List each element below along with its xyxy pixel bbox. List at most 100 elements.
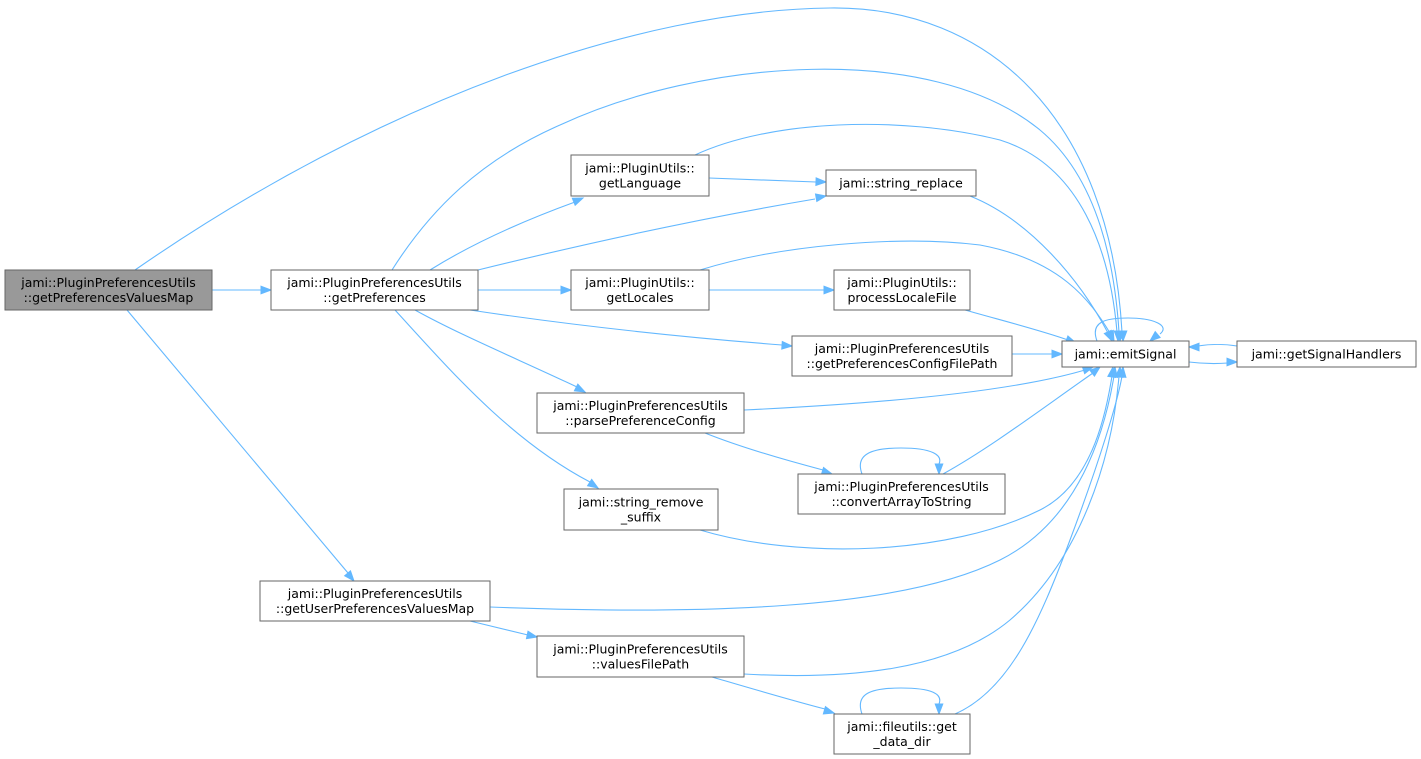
edge-getLocales-to-processLocaleFile	[709, 285, 836, 295]
node-label-line: jami::PluginPreferencesUtils	[813, 479, 989, 494]
edge-getPreferencesValuesMap-to-getUserPreferencesValuesMap	[126, 309, 355, 583]
edge-line	[489, 375, 1115, 611]
node-box[interactable]	[570, 269, 710, 311]
node-box[interactable]	[825, 169, 977, 197]
edge-arrowhead	[823, 285, 836, 295]
node-box[interactable]	[833, 269, 971, 311]
edge-line	[414, 309, 578, 388]
edge-arrowhead	[934, 463, 944, 476]
edge-getLanguage-to-string_replace	[708, 177, 828, 187]
node-emitSignal[interactable]: jami::emitSignal	[1061, 340, 1190, 368]
edge-line	[1094, 317, 1164, 342]
edge-arrowhead	[260, 285, 273, 295]
node-convertArrayToString[interactable]: jami::PluginPreferencesUtils::convertArr…	[797, 473, 1006, 515]
edge-getPreferences-to-getPreferencesConfigFilePath	[469, 309, 794, 350]
edge-arrowhead	[1051, 349, 1064, 359]
node-getLocales[interactable]: jami::PluginUtils::getLocales	[570, 269, 710, 311]
edge-convertArrayToString-to-convertArrayToString	[859, 447, 944, 476]
node-label-line: jami::getSignalHandlers	[1251, 347, 1402, 362]
node-getSignalHandlers[interactable]: jami::getSignalHandlers	[1236, 340, 1417, 368]
node-label-line: jami::string_remove	[578, 495, 704, 510]
edge-line	[134, 7, 1123, 333]
node-box[interactable]	[1236, 340, 1417, 368]
node-label-line: ::getUserPreferencesValuesMap	[276, 601, 474, 616]
node-label-line: ::convertArrayToString	[831, 494, 971, 509]
node-label-line: jami::PluginPreferencesUtils	[814, 341, 990, 356]
edge-get_data_dir-to-emitSignal	[954, 365, 1127, 715]
node-valuesFilePath[interactable]: jami::PluginPreferencesUtils::valuesFile…	[536, 635, 745, 678]
edge-arrowhead	[1117, 365, 1127, 378]
node-processLocaleFile[interactable]: jami::PluginUtils::processLocaleFile	[833, 269, 971, 311]
node-label-line: ::getPreferencesConfigFilePath	[807, 356, 998, 371]
edge-line	[391, 68, 1120, 333]
node-box[interactable]	[1061, 340, 1190, 368]
node-getUserPreferencesValuesMap[interactable]: jami::PluginPreferencesUtils::getUserPre…	[259, 580, 491, 622]
node-label-line: getLocales	[606, 290, 673, 305]
edge-arrowhead	[1113, 330, 1123, 343]
node-box[interactable]	[797, 473, 1006, 515]
edge-line	[469, 309, 783, 346]
edge-arrowhead	[1148, 330, 1161, 342]
edge-getPreferences-to-parsePreferenceConfig	[414, 309, 587, 393]
node-label-line: ::valuesFilePath	[592, 657, 689, 672]
node-getLanguage[interactable]: jami::PluginUtils::getLanguage	[570, 154, 710, 197]
edge-getPreferences-to-string_remove_suffix	[394, 309, 600, 489]
edge-line	[743, 369, 1086, 411]
nodes-layer: jami::PluginPreferencesUtils::getPrefere…	[4, 154, 1417, 755]
node-label-line: jami::PluginPreferencesUtils	[552, 642, 728, 657]
node-getPreferences[interactable]: jami::PluginPreferencesUtils::getPrefere…	[270, 269, 479, 311]
edge-arrowhead	[573, 383, 587, 393]
node-label-line: jami::PluginUtils::	[846, 275, 956, 290]
edge-getPreferencesValuesMap-to-getPreferences	[212, 285, 273, 295]
node-box[interactable]	[570, 154, 710, 197]
edge-arrowhead	[1226, 357, 1239, 367]
edge-line	[859, 447, 941, 475]
node-box[interactable]	[270, 269, 479, 311]
node-getPreferencesValuesMap[interactable]: jami::PluginPreferencesUtils::getPrefere…	[4, 269, 213, 311]
edge-getLocales-to-emitSignal	[699, 240, 1115, 343]
edge-getUserPreferencesValuesMap-to-emitSignal	[489, 365, 1119, 611]
edge-arrowhead	[815, 177, 828, 187]
edge-arrowhead	[343, 570, 355, 583]
edges-layer	[126, 7, 1239, 716]
node-label-line: processLocaleFile	[847, 290, 956, 305]
edge-emitSignal-to-emitSignal	[1094, 317, 1164, 342]
edge-line	[469, 620, 529, 636]
node-parsePreferenceConfig[interactable]: jami::PluginPreferencesUtils::parsePrefe…	[536, 392, 745, 434]
edge-get_data_dir-to-get_data_dir	[859, 687, 944, 716]
edge-line	[964, 309, 1069, 341]
node-get_data_dir[interactable]: jami::fileutils::get_data_dir	[833, 713, 971, 755]
edge-arrowhead	[1105, 329, 1115, 343]
node-getPreferencesConfigFilePath[interactable]: jami::PluginPreferencesUtils::getPrefere…	[791, 335, 1013, 377]
node-box[interactable]	[4, 269, 213, 311]
node-box[interactable]	[536, 635, 745, 678]
edge-arrowhead	[525, 630, 539, 640]
node-box[interactable]	[791, 335, 1013, 377]
edge-line	[1188, 361, 1229, 365]
node-box[interactable]	[536, 392, 745, 434]
node-box[interactable]	[833, 713, 971, 755]
edge-getPreferences-to-getLanguage	[429, 197, 585, 271]
edge-getPreferences-to-string_replace	[477, 193, 828, 271]
edge-getUserPreferencesValuesMap-to-valuesFilePath	[469, 620, 539, 640]
edge-arrowhead	[1109, 365, 1119, 379]
node-box[interactable]	[259, 580, 491, 622]
node-label-line: getLanguage	[599, 176, 682, 191]
node-label-line: jami::PluginPreferencesUtils	[20, 275, 196, 290]
node-string_replace[interactable]: jami::string_replace	[825, 169, 977, 197]
edge-line	[699, 375, 1113, 550]
edge-line	[126, 309, 349, 574]
edge-parsePreferenceConfig-to-convertArrayToString	[704, 432, 834, 476]
edge-arrowhead	[814, 193, 828, 203]
edge-line	[694, 123, 1118, 333]
node-label-line: jami::PluginUtils::	[584, 161, 694, 176]
edge-line	[477, 198, 816, 271]
node-label-line: ::getPreferences	[323, 290, 425, 305]
edge-arrowhead	[781, 340, 794, 350]
edge-convertArrayToString-to-emitSignal	[942, 366, 1102, 475]
node-string_remove_suffix[interactable]: jami::string_remove_suffix	[563, 488, 719, 531]
node-label-line: _data_dir	[872, 734, 931, 749]
node-box[interactable]	[563, 488, 719, 531]
edge-arrowhead	[822, 705, 836, 715]
